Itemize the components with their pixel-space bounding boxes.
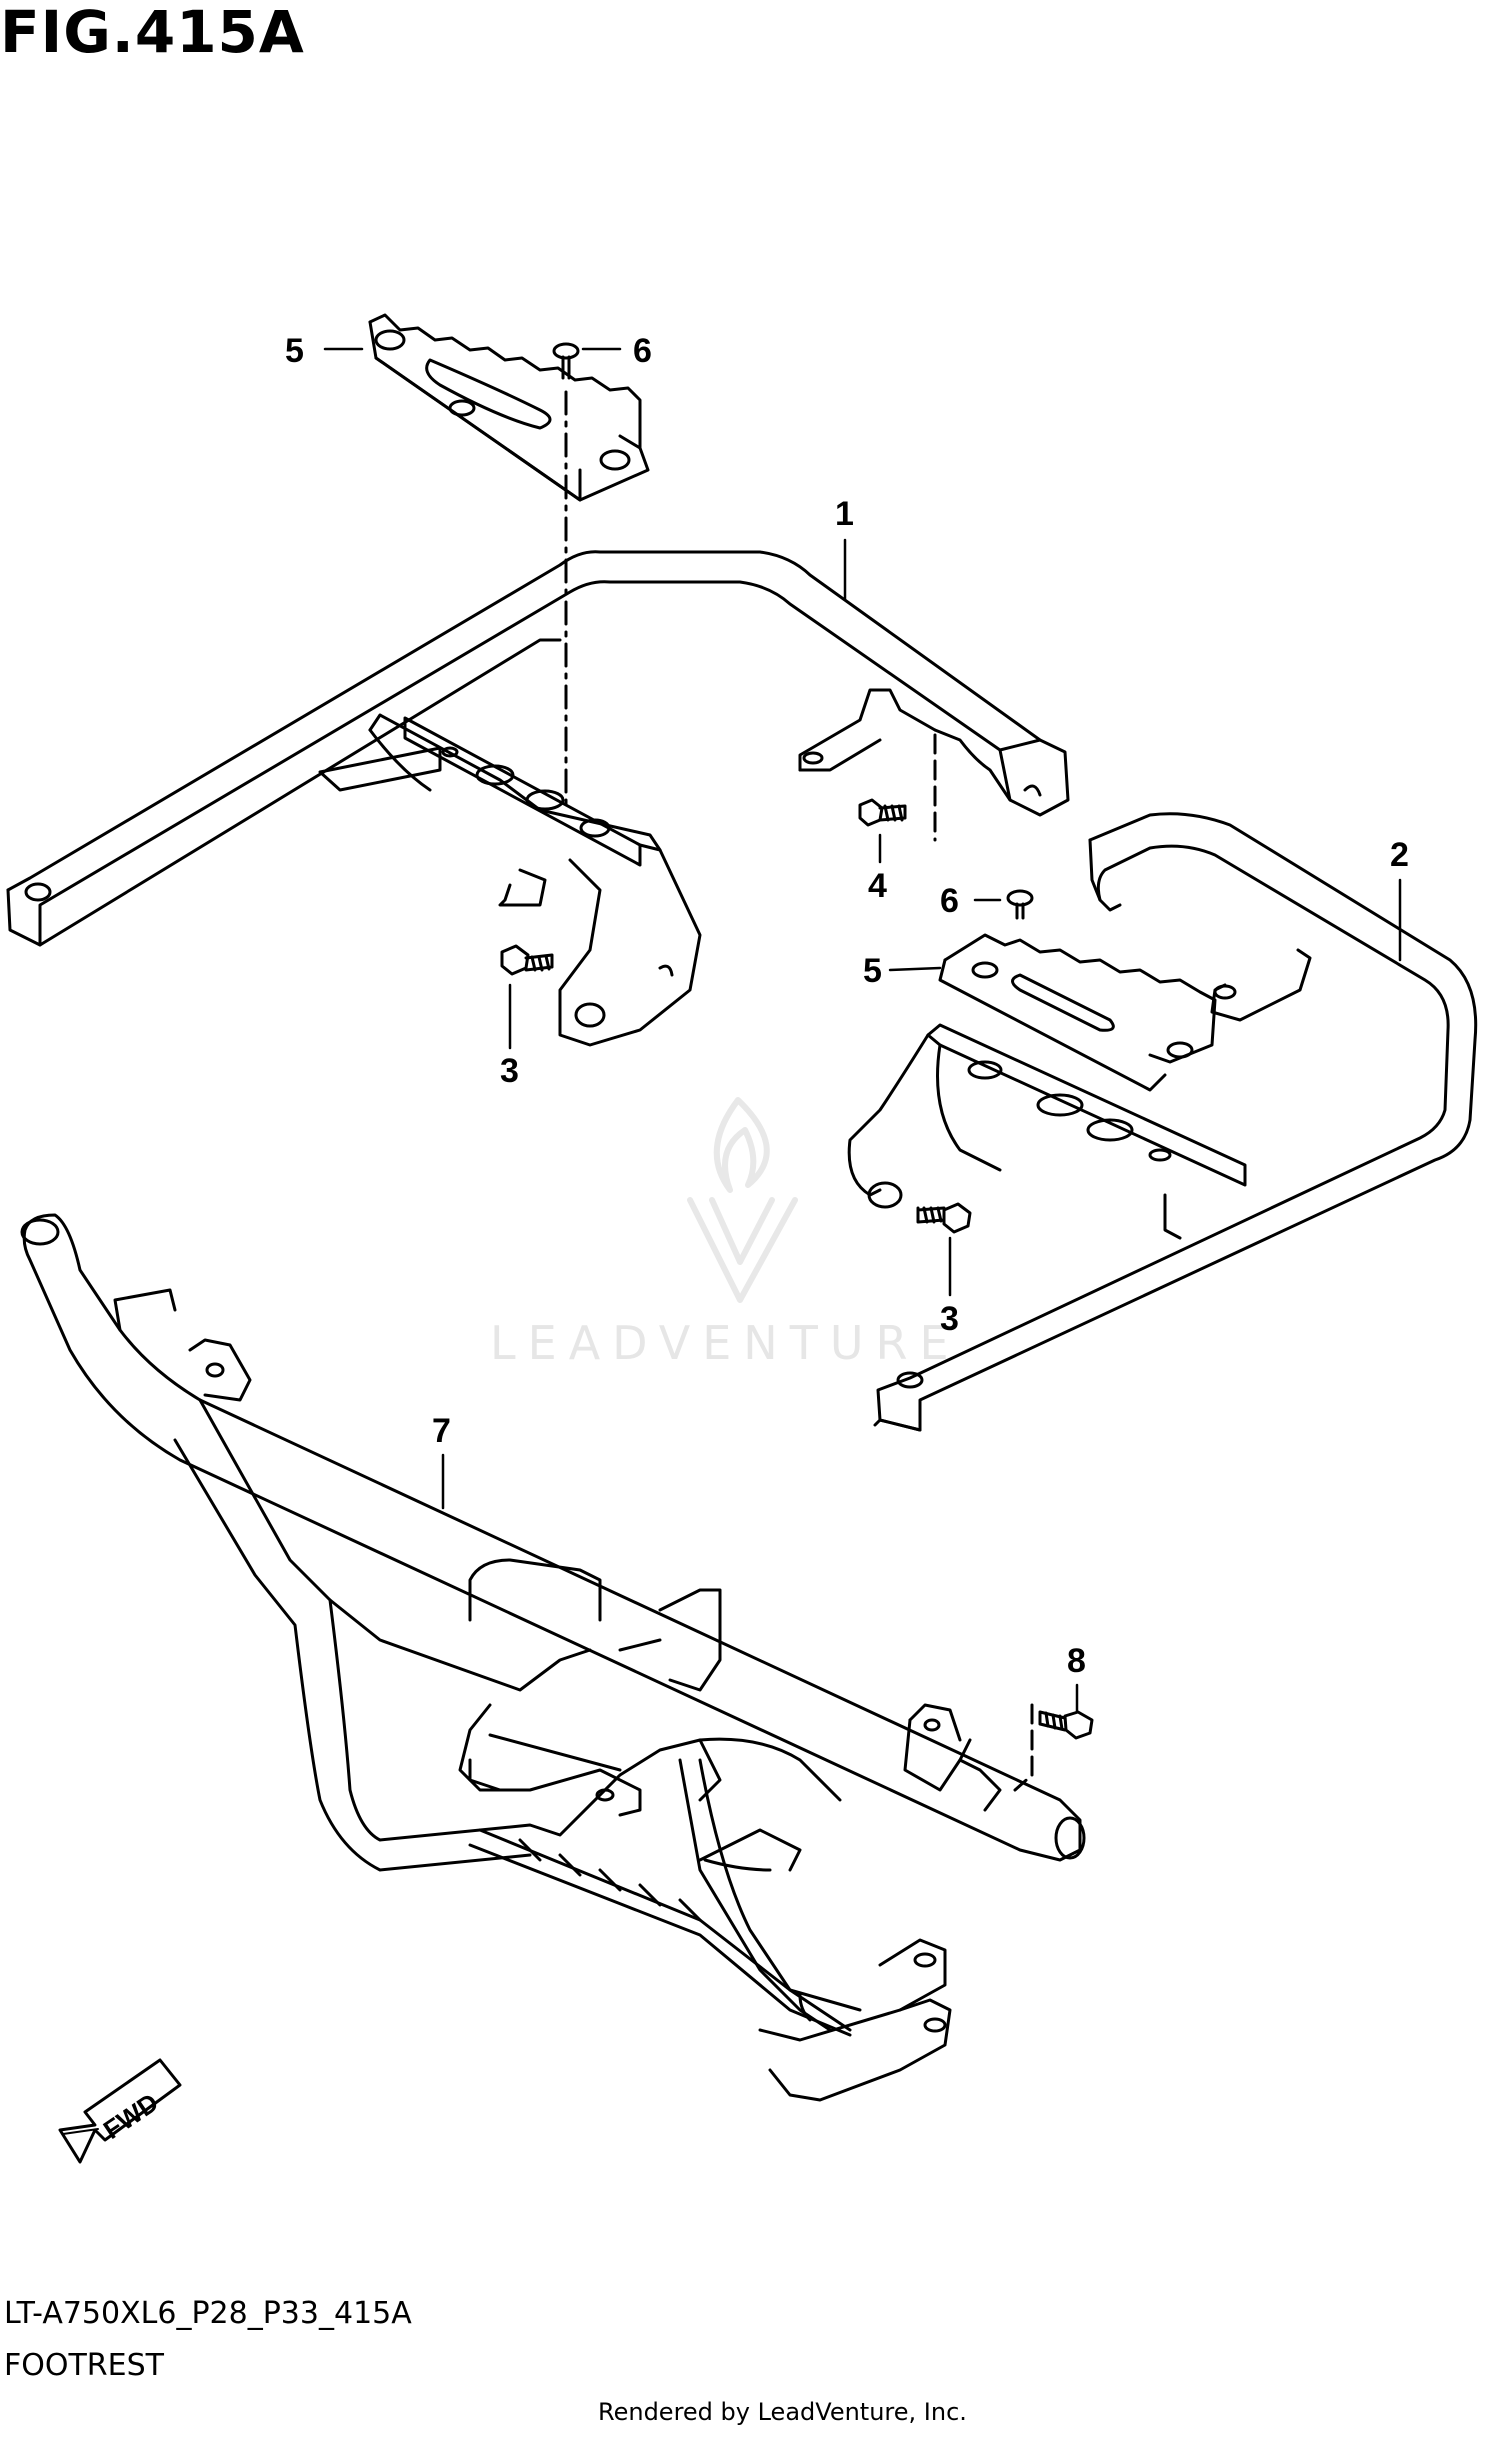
- callout-8: 8: [1067, 1642, 1086, 1680]
- callout-2: 2: [1390, 836, 1409, 874]
- fwd-arrow-icon: [58, 2058, 182, 2164]
- leader-lines: [323, 347, 1402, 1714]
- callout-5-right: 5: [863, 952, 882, 990]
- callout-6-right: 6: [940, 882, 959, 920]
- callout-7: 7: [432, 1412, 451, 1450]
- footrest-plate-upper: [368, 313, 650, 502]
- callout-4: 4: [868, 867, 887, 905]
- footrest-plate-right: [938, 933, 1217, 1092]
- callout-5-upper: 5: [285, 332, 304, 370]
- watermark: LEADVENTURE: [490, 1316, 961, 1370]
- watermark-logo: [687, 1097, 798, 1303]
- bolt-8: [1038, 1710, 1094, 1740]
- bolt-4: [858, 798, 907, 827]
- leader-dash-8: [1013, 1703, 1034, 1792]
- callout-3-right: 3: [940, 1300, 959, 1338]
- bolt-3-left: [500, 944, 554, 976]
- screw-upper: [552, 342, 580, 380]
- bolt-3-right: [916, 1202, 972, 1234]
- footrest-frame-2: [847, 812, 1478, 1432]
- callout-1: 1: [835, 495, 854, 533]
- model-code: LT-A750XL6_P28_P33_415A: [4, 2296, 412, 2331]
- render-credit: Rendered by LeadVenture, Inc.: [598, 2398, 967, 2426]
- callout-3-left: 3: [500, 1052, 519, 1090]
- screw-right: [1006, 889, 1034, 920]
- front-guard-7: [20, 1213, 1086, 2102]
- section-name: FOOTREST: [4, 2348, 164, 2383]
- callout-6-upper: 6: [633, 332, 652, 370]
- footrest-frame-1: [6, 550, 1070, 1047]
- figure-title: FIG.415A: [0, 0, 305, 66]
